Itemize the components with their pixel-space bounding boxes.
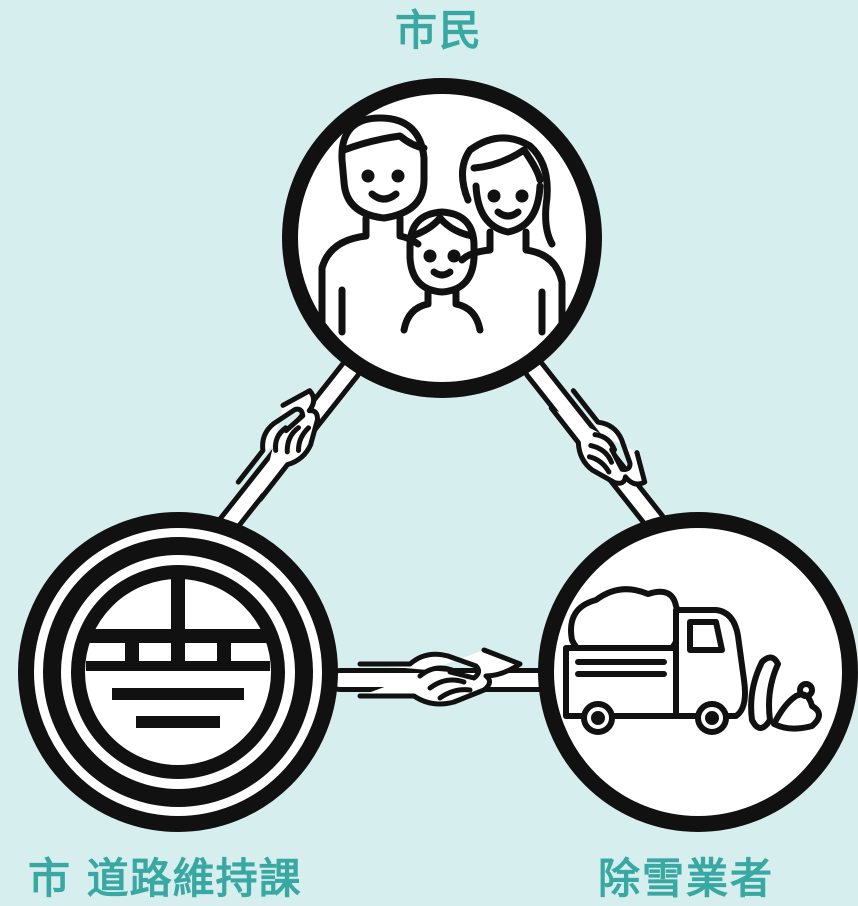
node-contractor: [538, 512, 858, 832]
family-icon: [318, 114, 566, 336]
snow-removal-contractor-label: 除雪業者: [598, 854, 775, 903]
node-citizens: [282, 78, 602, 398]
citizens-label: 市民: [395, 6, 484, 55]
handshake-icon: [548, 388, 648, 487]
handshake-icon: [357, 647, 523, 707]
city-emblem-icon: [43, 537, 313, 807]
handshake-icon: [235, 388, 321, 502]
node-city: [18, 512, 338, 832]
city-road-maintenance-label: 市 道路維持課: [28, 854, 302, 903]
snowplow-truck-icon: [563, 586, 822, 735]
